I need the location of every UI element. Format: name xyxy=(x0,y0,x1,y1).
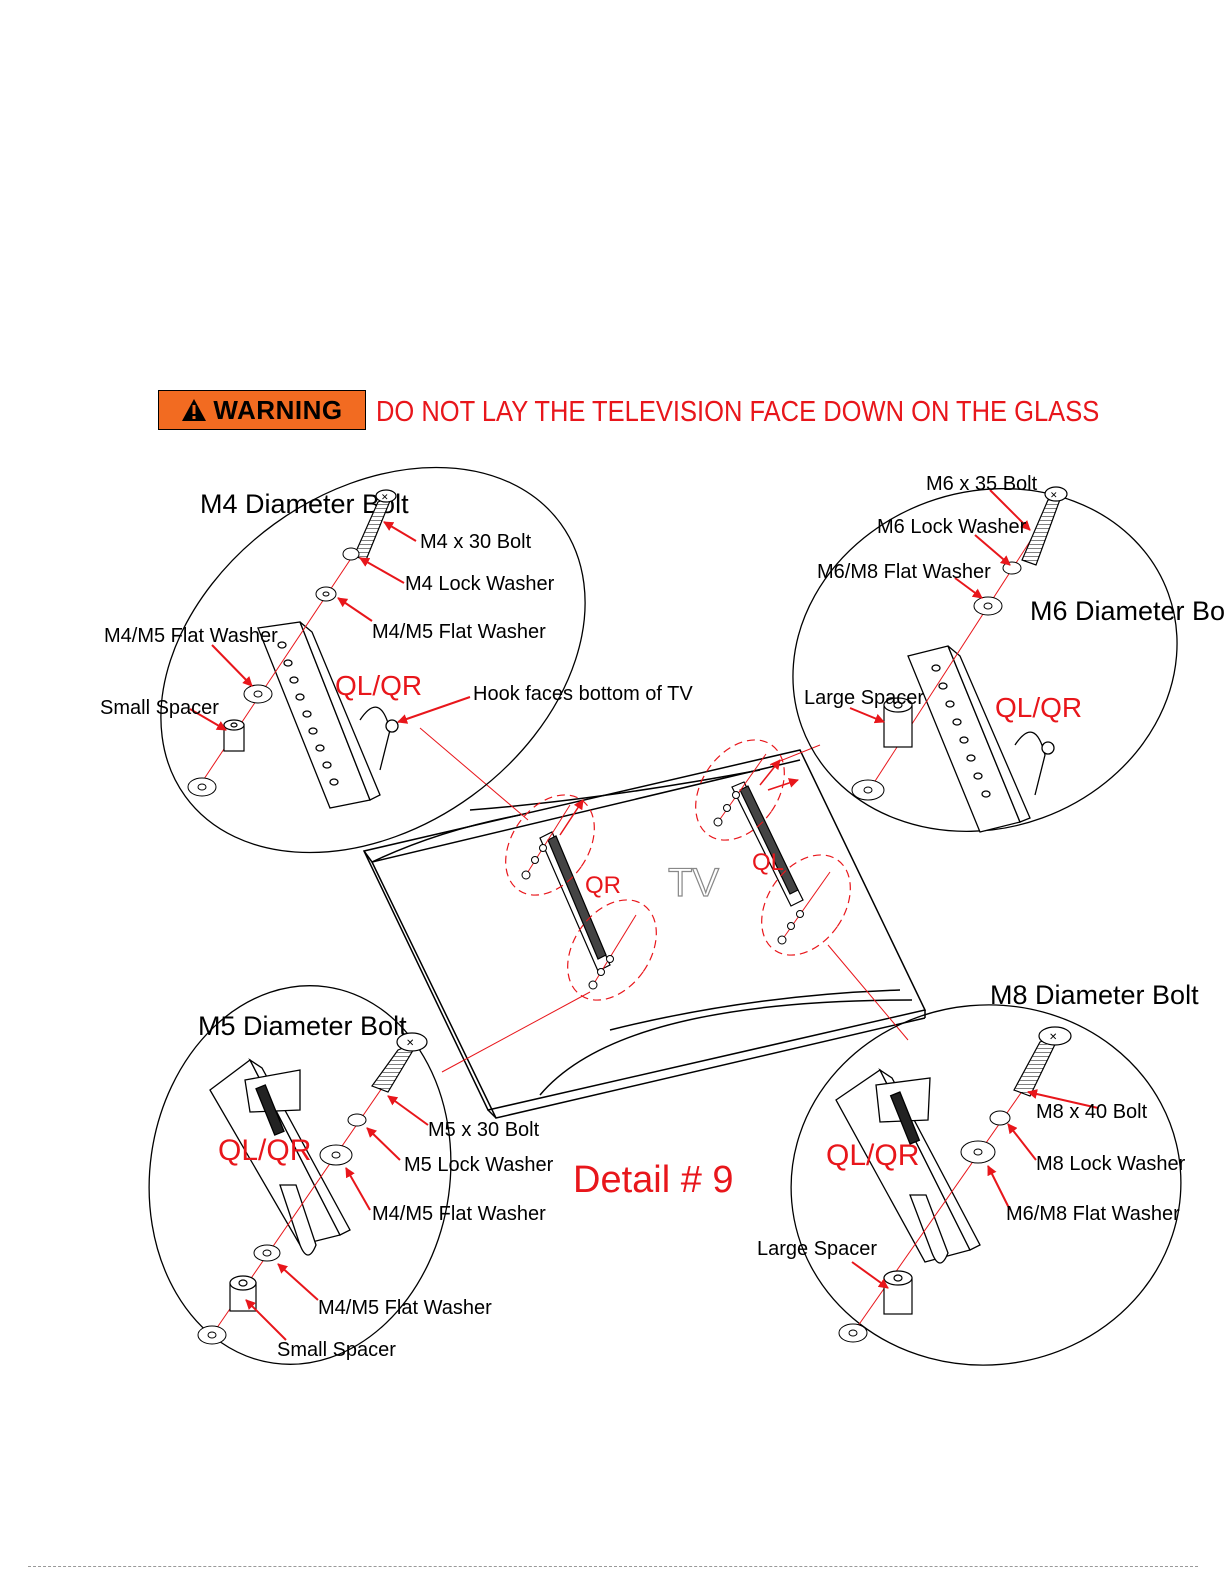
tv-bracket-ql-label: QL xyxy=(752,849,784,876)
m5-title: M5 Diameter Bolt xyxy=(198,1011,407,1041)
m5-qlqr-label: QL/QR xyxy=(218,1134,311,1167)
m8-lock-washer-label: M8 Lock Washer xyxy=(1036,1153,1186,1175)
m8-bolt: ✕ xyxy=(1013,1026,1072,1097)
m5-bolt-label: M5 x 30 Bolt xyxy=(428,1119,540,1141)
m4-spacer xyxy=(223,719,245,752)
svg-text:✕: ✕ xyxy=(406,1038,414,1049)
tv-bracket-right xyxy=(731,781,804,907)
tv-bracket-left xyxy=(539,831,611,972)
m4-lock-washer xyxy=(342,547,360,561)
m5-bolt: ✕ xyxy=(371,1032,428,1093)
tv-label: TV xyxy=(668,861,719,905)
m6-lock-washer xyxy=(1002,561,1022,575)
m8-spacer xyxy=(883,1270,913,1315)
m5-flat-washer-label-2: M4/M5 Flat Washer xyxy=(318,1297,492,1319)
m8-spacer-label: Large Spacer xyxy=(757,1238,877,1260)
m4-qlqr-label: QL/QR xyxy=(335,670,422,701)
m6-flat-washer-label: M6/M8 Flat Washer xyxy=(817,561,991,583)
m8-flat-washer-label: M6/M8 Flat Washer xyxy=(1006,1203,1180,1225)
m6-title: M6 Diameter Bolt xyxy=(1030,596,1225,626)
m4-flat-washer-1 xyxy=(315,586,337,602)
m4-flat-washer-label-1: M4/M5 Flat Washer xyxy=(372,621,546,643)
m8-bolt-label: M8 x 40 Bolt xyxy=(1036,1101,1148,1123)
m5-spacer-label: Small Spacer xyxy=(277,1339,396,1361)
m8-title: M8 Diameter Bolt xyxy=(990,980,1199,1010)
m6-bolt: ✕ xyxy=(1021,486,1068,566)
tv-hardware xyxy=(521,753,831,990)
m6-spacer xyxy=(883,697,913,748)
m4-spacer-label: Small Spacer xyxy=(100,697,219,719)
tv-body xyxy=(362,749,927,1119)
warning-triangle-icon xyxy=(182,399,207,421)
svg-text:✕: ✕ xyxy=(1049,1032,1057,1043)
m8-lock-washer xyxy=(989,1110,1011,1126)
page-bottom-rule xyxy=(28,1566,1198,1567)
callout-m5: M5 Diameter Bolt ✕ xyxy=(148,985,554,1365)
m4-bolt-label: M4 x 30 Bolt xyxy=(420,531,532,553)
m4-flat-washer-label-2: M4/M5 Flat Washer xyxy=(104,625,278,647)
m5-spacer xyxy=(229,1275,257,1312)
callout-m6: M6 Diameter Bolt ✕ xyxy=(792,473,1225,833)
m6-lock-washer-label: M6 Lock Washer xyxy=(877,516,1027,538)
warning-badge-text: WARNING xyxy=(213,394,343,425)
callout-m8: M8 Diameter Bolt ✕ M8 xyxy=(757,980,1199,1366)
m6-bolt-label: M6 x 35 Bolt xyxy=(926,473,1038,495)
tv-mount-highlights xyxy=(505,739,851,1001)
m8-flat-washer xyxy=(960,1140,996,1164)
warning-badge: WARNING xyxy=(158,390,366,430)
m5-bracket xyxy=(209,1058,351,1256)
m5-flat-washer-1 xyxy=(319,1144,353,1166)
m6-qlqr-label: QL/QR xyxy=(995,692,1082,723)
m6-bracket xyxy=(907,645,1055,833)
m6-flat-washer xyxy=(973,596,1003,616)
m5-lock-washer-label: M5 Lock Washer xyxy=(404,1154,554,1176)
m8-qlqr-label: QL/QR xyxy=(826,1139,919,1172)
svg-text:✕: ✕ xyxy=(381,492,389,502)
m5-flat-washer-label-1: M4/M5 Flat Washer xyxy=(372,1203,546,1225)
hook-note-label: Hook faces bottom of TV xyxy=(473,683,693,705)
svg-text:✕: ✕ xyxy=(1050,490,1058,500)
m5-flat-washer-2 xyxy=(253,1244,281,1262)
detail-label: Detail # 9 xyxy=(573,1159,734,1201)
m4-bracket xyxy=(257,621,399,809)
m4-bolt: ✕ xyxy=(353,489,397,561)
tv-bracket-qr-label: QR xyxy=(585,872,621,899)
m4-flat-washer-2 xyxy=(243,684,273,704)
m5-lock-washer xyxy=(347,1113,367,1127)
m4-lock-washer-label: M4 Lock Washer xyxy=(405,573,555,595)
m6-spacer-label: Large Spacer xyxy=(804,687,924,709)
warning-message: DO NOT LAY THE TELEVISION FACE DOWN ON T… xyxy=(376,396,1100,428)
callout-m4: M4 Diameter Bolt ✕ xyxy=(100,466,693,854)
